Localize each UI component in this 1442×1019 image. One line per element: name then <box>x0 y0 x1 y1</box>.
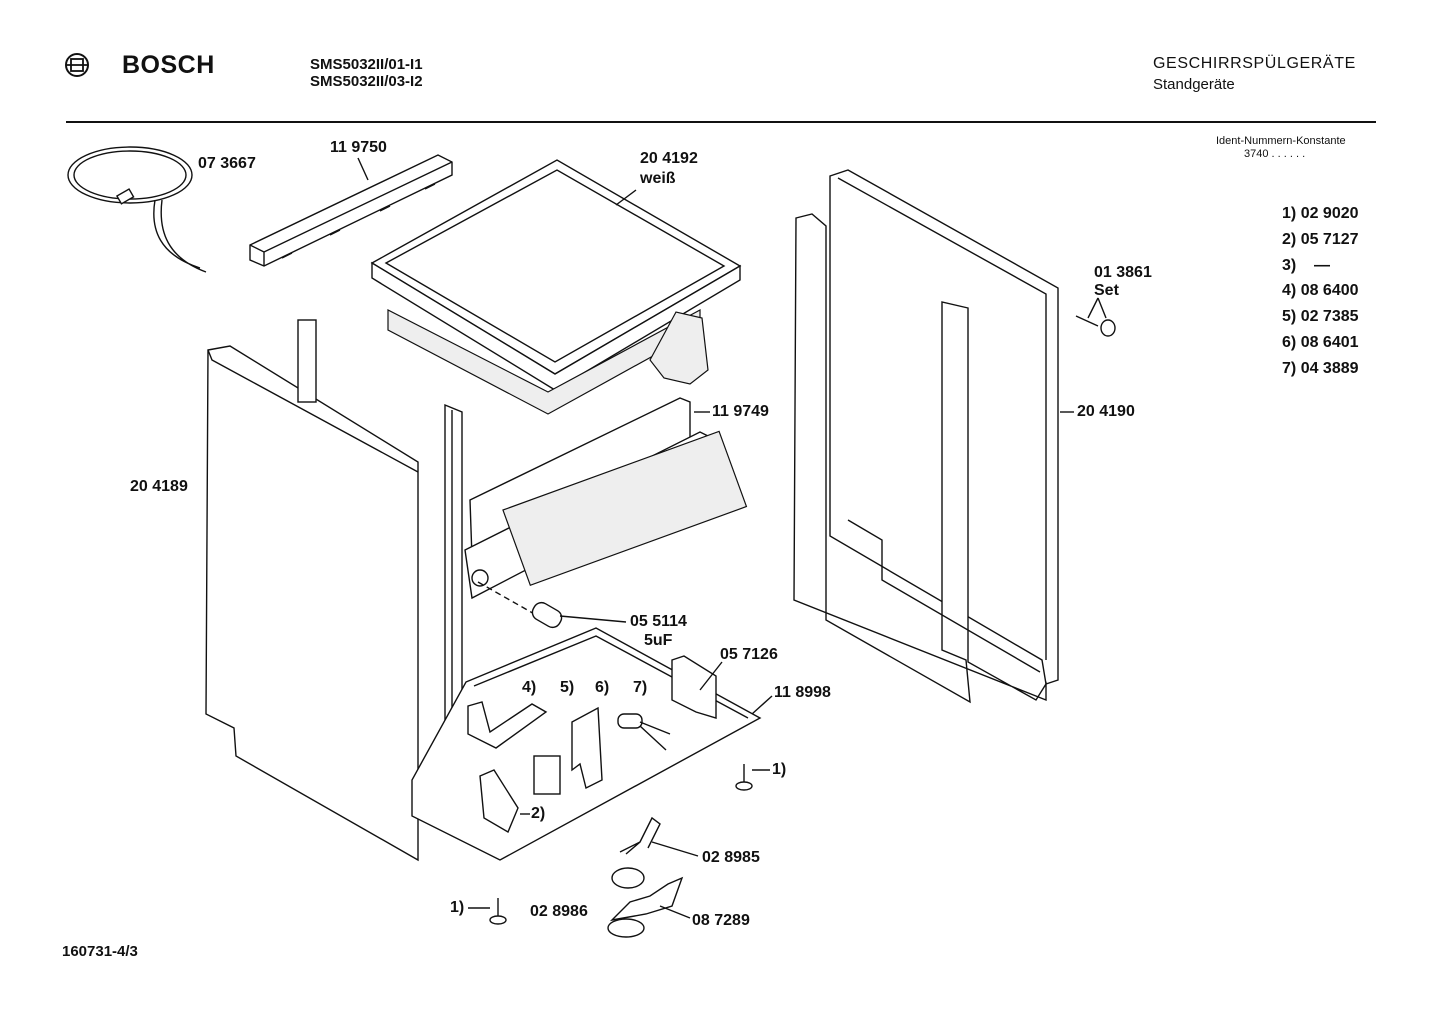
callout-2: 2) <box>531 805 546 822</box>
part-label-top-rail: 11 9750 <box>330 139 387 156</box>
part-label-worktop-color: weiß <box>640 170 676 187</box>
ident-value: 3740 . . . . . . <box>1244 148 1306 160</box>
category-title: GESCHIRRSPÜLGERÄTE <box>1153 55 1356 72</box>
part-label-worktop: 20 4192 <box>640 150 698 167</box>
part-label-capacitor: 05 5114 <box>630 613 687 630</box>
category-subtitle: Standgeräte <box>1153 76 1235 93</box>
index-item: 1) 02 9020 <box>1282 205 1359 222</box>
callout-4: 4) <box>522 679 537 696</box>
part-label-screw-set: Set <box>1094 282 1119 299</box>
crossbar <box>464 397 748 600</box>
part-label-level-switch: 08 7289 <box>692 912 750 929</box>
callout-7: 7) <box>633 679 648 696</box>
index-item: 4) 08 6400 <box>1282 282 1359 300</box>
top-rail <box>249 154 453 267</box>
part-label-right-side: 20 4190 <box>1077 403 1135 420</box>
drawing-number: 160731-4/3 <box>62 943 138 960</box>
callout-1-left: 1) <box>450 899 465 916</box>
adjustable-foot-right <box>735 764 753 791</box>
callout-1-right: 1) <box>772 761 787 778</box>
brand-name: BOSCH <box>122 51 215 79</box>
callout-6: 6) <box>595 679 610 696</box>
part-label-crossbar: 11 9749 <box>712 403 769 420</box>
callout-5: 5) <box>560 679 575 696</box>
part-label-cable: 07 3667 <box>198 155 256 172</box>
part-label-bracket: 05 7126 <box>720 646 778 663</box>
leader-lines <box>357 157 1107 919</box>
header-divider <box>66 121 1376 123</box>
worktop <box>370 159 742 415</box>
power-cable <box>67 146 207 273</box>
ident-label: Ident-Nummern-Konstante <box>1216 135 1346 147</box>
brand-logo <box>64 52 90 83</box>
part-label-float: 02 8986 <box>530 903 588 920</box>
switch-parts <box>607 816 684 938</box>
inner-components <box>467 701 671 834</box>
part-label-capacitor-value: 5uF <box>644 632 673 649</box>
part-label-left-side: 20 4189 <box>130 478 188 495</box>
index-item: 6) 08 6401 <box>1282 333 1359 351</box>
index-item: 3) — <box>1282 256 1331 274</box>
model-number-1: SMS5032II/01-I1 <box>310 56 423 73</box>
part-label-screw-set-no: 01 3861 <box>1094 264 1152 281</box>
capacitor <box>477 581 563 629</box>
model-number-2: SMS5032II/03-I2 <box>310 73 423 90</box>
index-list: 1) 02 9020 2) 05 7127 3) — 4) 08 6400 5)… <box>1282 201 1359 382</box>
index-item: 5) 02 7385 <box>1282 308 1359 326</box>
bracket <box>671 655 717 719</box>
right-side-panel <box>793 169 1059 704</box>
part-label-base: 11 8998 <box>774 684 831 701</box>
left-side-panel <box>205 319 419 862</box>
screw-set <box>1075 315 1116 337</box>
index-item: 2) 05 7127 <box>1282 230 1359 248</box>
part-label-switch: 02 8985 <box>702 849 760 866</box>
index-item: 7) 04 3889 <box>1282 359 1359 377</box>
adjustable-foot-left <box>489 898 507 925</box>
bosch-armature-icon <box>65 53 89 77</box>
